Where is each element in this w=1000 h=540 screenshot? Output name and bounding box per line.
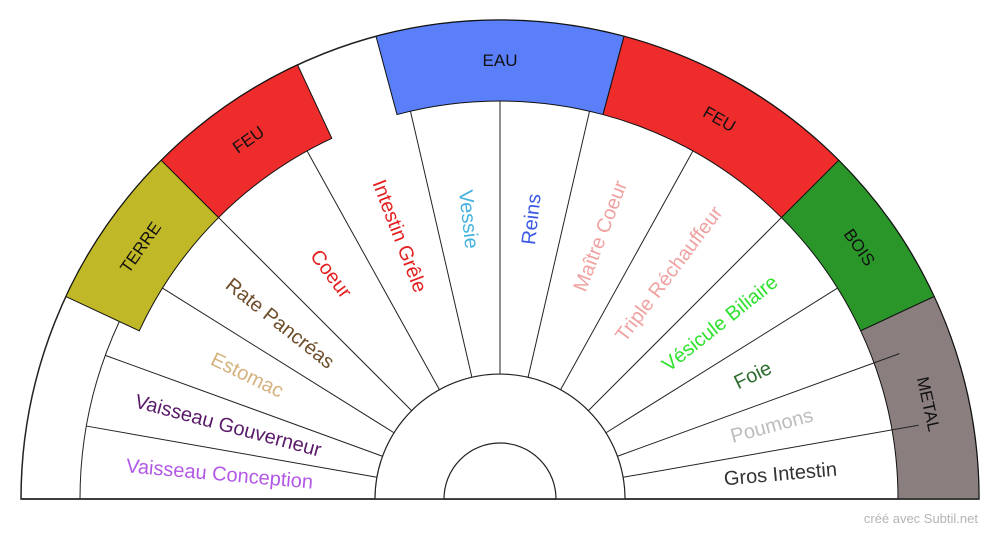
sector-divider-8 [527, 111, 591, 378]
center-core [443, 442, 557, 500]
hub-arc [374, 373, 626, 500]
element-band-feu-1 [160, 64, 333, 219]
sector-divider-6 [409, 111, 473, 378]
sector-divider-9 [560, 150, 694, 390]
sector-divider-12 [617, 353, 900, 457]
sector-divider-13 [623, 424, 919, 478]
sector-divider-11 [605, 287, 838, 434]
sector-divider-3 [162, 287, 395, 434]
sector-divider-2 [105, 354, 383, 457]
divider-layer [21, 101, 979, 500]
left-gap-arc [79, 321, 120, 500]
sector-divider-4 [218, 217, 412, 411]
element-label-eau: EAU [483, 51, 518, 70]
sector-divider-5 [306, 150, 440, 390]
element-band-layer [65, 19, 980, 500]
sector-divider-10 [588, 217, 782, 411]
sector-divider-1 [86, 425, 377, 478]
credit-footer: créé avec Subtil.net [863, 511, 978, 526]
